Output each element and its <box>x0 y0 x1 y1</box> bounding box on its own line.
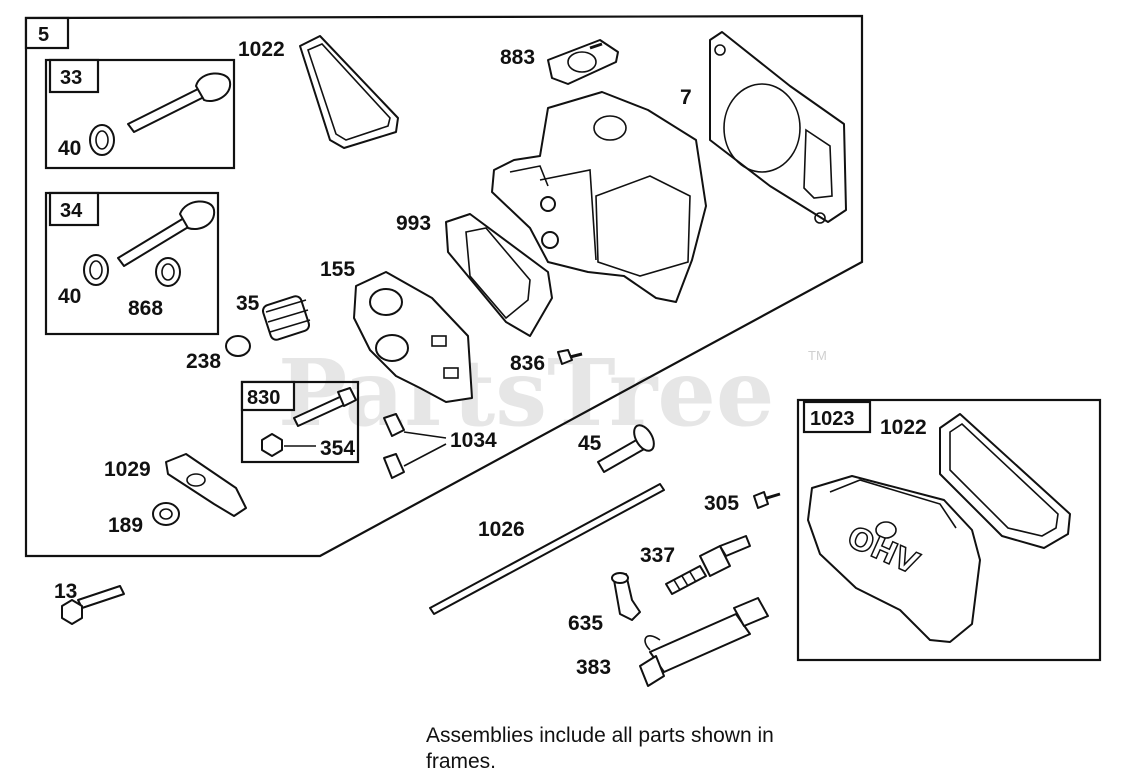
callout-836[interactable]: 836 <box>510 352 545 375</box>
callout-45[interactable]: 45 <box>578 432 602 455</box>
subassembly-label-34: 34 <box>60 200 83 222</box>
intake-valve-part[interactable] <box>127 72 232 133</box>
callout-883[interactable]: 883 <box>500 46 535 69</box>
subassembly-frame-34[interactable] <box>44 191 220 336</box>
subassembly-label-1023: 1023 <box>810 408 855 430</box>
rocker-cover-gasket-part[interactable] <box>299 35 399 149</box>
valve-keeper-part-40b[interactable] <box>83 254 109 286</box>
nut-part-354[interactable] <box>261 433 316 457</box>
screw-part-836[interactable] <box>557 349 583 365</box>
spark-plug-part[interactable] <box>665 535 751 595</box>
footnote-line-2: frames. <box>426 750 496 773</box>
callout-13[interactable]: 13 <box>54 580 77 603</box>
main-frame-label-box <box>24 16 70 50</box>
subassembly-frame-33[interactable] <box>44 58 236 170</box>
subassembly-label-box-34 <box>48 191 100 227</box>
subassembly-frame-1023[interactable] <box>796 398 1102 662</box>
callout-1022b[interactable]: 1022 <box>880 416 927 439</box>
callout-40b[interactable]: 40 <box>58 285 81 308</box>
rocker-nut-part[interactable] <box>152 502 180 526</box>
rocker-cover-gasket-part-1022b[interactable] <box>939 413 1071 549</box>
callout-383[interactable]: 383 <box>576 656 611 679</box>
cylinder-head-part[interactable] <box>491 91 707 303</box>
callout-635[interactable]: 635 <box>568 612 603 635</box>
valve-spring-part[interactable] <box>261 295 311 342</box>
callout-238[interactable]: 238 <box>186 350 221 373</box>
callout-354[interactable]: 354 <box>320 437 355 460</box>
subassembly-frame-830[interactable] <box>240 380 360 464</box>
footnote-line-1: Assemblies include all parts shown in <box>426 724 774 747</box>
callout-40a[interactable]: 40 <box>58 137 81 160</box>
callout-993[interactable]: 993 <box>396 212 431 235</box>
callout-1029[interactable]: 1029 <box>104 458 151 481</box>
watermark: PartsTree <box>278 339 774 447</box>
callout-7[interactable]: 7 <box>680 86 692 109</box>
rocker-plate-part[interactable] <box>353 271 473 403</box>
callout-155[interactable]: 155 <box>320 258 355 281</box>
main-frame-label: 5 <box>38 24 49 46</box>
bolt-part-13[interactable] <box>61 585 125 625</box>
callout-1034[interactable]: 1034 <box>450 429 497 452</box>
cylinder-head-gasket-part[interactable] <box>709 31 847 224</box>
exhaust-valve-part[interactable] <box>117 200 216 267</box>
rocker-stud-part[interactable] <box>293 387 357 427</box>
callout-1026[interactable]: 1026 <box>478 518 525 541</box>
subassembly-label-box-1023 <box>802 400 872 434</box>
push-rod-tube-part-45[interactable] <box>597 422 658 473</box>
callout-189[interactable]: 189 <box>108 514 143 537</box>
callout-305[interactable]: 305 <box>704 492 739 515</box>
push-rod-guide-part-1034[interactable] <box>383 413 447 479</box>
callout-1022a[interactable]: 1022 <box>238 38 285 61</box>
rocker-cover-part[interactable]: OHV <box>807 475 981 643</box>
spark-plug-wrench-part[interactable] <box>639 597 769 687</box>
subassembly-label-830: 830 <box>247 387 280 409</box>
intake-gasket-part[interactable] <box>547 39 619 85</box>
rocker-arm-part[interactable] <box>165 453 247 517</box>
push-rod-part[interactable] <box>429 483 665 615</box>
valve-keeper-part-40a[interactable] <box>89 124 115 156</box>
main-frame <box>24 14 864 558</box>
valve-seal-part-868[interactable] <box>155 257 181 287</box>
screw-part-305[interactable] <box>753 491 781 509</box>
subassembly-label-box-830 <box>240 380 296 412</box>
callout-35[interactable]: 35 <box>236 292 260 315</box>
callout-337[interactable]: 337 <box>640 544 675 567</box>
subassembly-label-33: 33 <box>60 67 82 89</box>
spark-plug-boot-part[interactable] <box>611 572 641 621</box>
watermark-trademark: TM <box>808 348 827 363</box>
valve-cap-part[interactable] <box>225 335 251 357</box>
callout-868[interactable]: 868 <box>128 297 163 320</box>
rocker-plate-gasket-part[interactable] <box>445 213 553 337</box>
subassembly-label-box-33 <box>48 58 100 94</box>
